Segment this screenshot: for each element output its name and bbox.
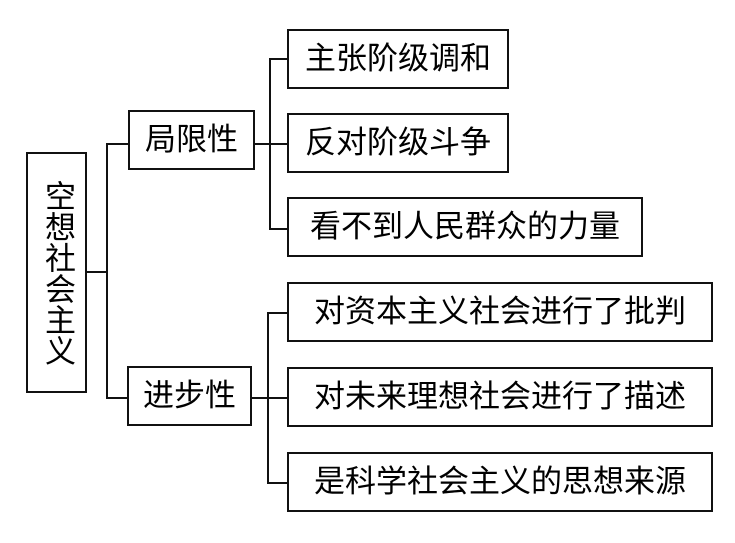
leaf-node: 是科学社会主义的思想来源 [287, 452, 713, 512]
leaf-node: 反对阶级斗争 [287, 113, 509, 173]
leaf-label: 主张阶级调和 [305, 40, 491, 77]
leaf-node: 对资本主义社会进行了批判 [287, 282, 713, 342]
leaf-3-connector [269, 228, 288, 230]
leaf-node: 主张阶级调和 [287, 29, 509, 89]
branch-2-connector [106, 397, 128, 399]
leaf-node: 看不到人民群众的力量 [287, 197, 643, 257]
leaf-label: 反对阶级斗争 [305, 124, 491, 161]
root-node: 空想社会主义 [26, 152, 87, 393]
root-label: 空想社会主义 [39, 179, 75, 366]
leaf-1-connector [269, 58, 288, 60]
root-trunk [106, 143, 108, 399]
leaf-label: 看不到人民群众的力量 [310, 208, 620, 245]
leaf-label: 对资本主义社会进行了批判 [314, 293, 686, 330]
branch-1-out [254, 143, 288, 145]
leaf-4-connector [267, 312, 288, 314]
leaf-node: 对未来理想社会进行了描述 [287, 367, 713, 427]
branch-1-connector [106, 143, 129, 145]
branch-node-limitations: 局限性 [128, 110, 255, 170]
leaf-6-connector [267, 482, 288, 484]
branch-2-out [251, 397, 288, 399]
leaf-label: 是科学社会主义的思想来源 [314, 463, 686, 500]
root-connector [86, 271, 107, 273]
leaf-label: 对未来理想社会进行了描述 [314, 378, 686, 415]
branch-node-progressiveness: 进步性 [127, 366, 252, 426]
branch-label: 局限性 [145, 121, 238, 158]
branch-2-trunk [267, 312, 269, 484]
branch-1-trunk [269, 58, 271, 230]
branch-label: 进步性 [143, 377, 236, 414]
